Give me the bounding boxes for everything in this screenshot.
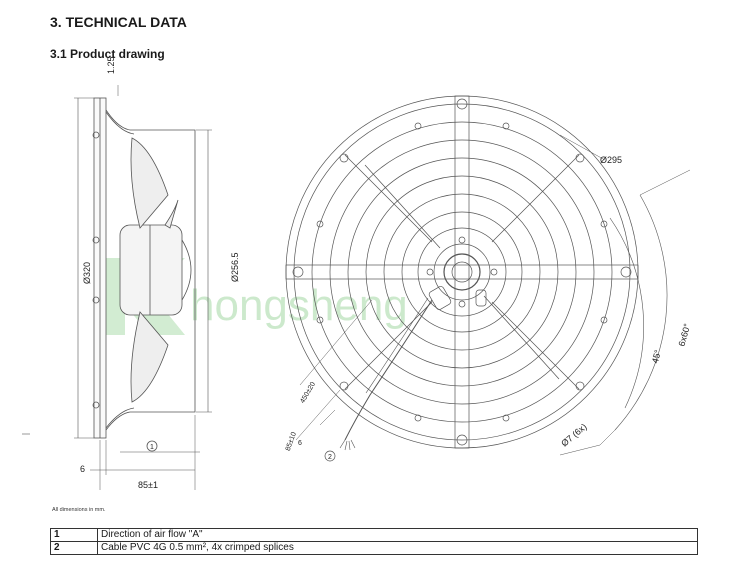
watermark-text: hongsheng: [190, 281, 408, 330]
dim-flange: 6: [80, 464, 85, 474]
side-view: [22, 85, 212, 490]
table-row: 1 Direction of air flow "A": [50, 528, 698, 542]
dim-holes: Ø7 (6x): [559, 422, 588, 449]
legend-table: 1 Direction of air flow "A" 2 Cable PVC …: [50, 528, 698, 555]
front-view: [285, 95, 691, 462]
section-title: 3. TECHNICAL DATA: [50, 14, 187, 30]
dim-outer-diameter: Ø320: [82, 262, 92, 284]
marker-airflow: 1: [150, 444, 154, 451]
subsection-title: 3.1 Product drawing: [50, 47, 165, 61]
table-row: 2 Cable PVC 4G 0.5 mm², 4x crimped splic…: [50, 541, 698, 555]
dim-bolt-pattern: 6x60°: [677, 322, 693, 347]
marker-cable: 2: [328, 454, 332, 461]
dim-top: 1.25: [106, 56, 116, 74]
dim-cable-length: 450±20: [299, 381, 317, 405]
legend-text: Direction of air flow "A": [97, 528, 698, 542]
dimension-note: All dimensions in mm.: [52, 507, 106, 513]
legend-text: Cable PVC 4G 0.5 mm², 4x crimped splices: [97, 541, 698, 555]
dim-guard-diameter: Ø295: [600, 155, 622, 165]
dim-cable-end: 6: [298, 440, 302, 447]
legend-number: 2: [50, 541, 98, 555]
dim-bolt-angle: 45°: [650, 348, 663, 364]
legend-number: 1: [50, 528, 98, 542]
dim-depth: 85±1: [138, 480, 158, 490]
dim-cable-strip: 85±10: [285, 431, 298, 452]
dim-inner-diameter: Ø256.5: [230, 252, 240, 282]
